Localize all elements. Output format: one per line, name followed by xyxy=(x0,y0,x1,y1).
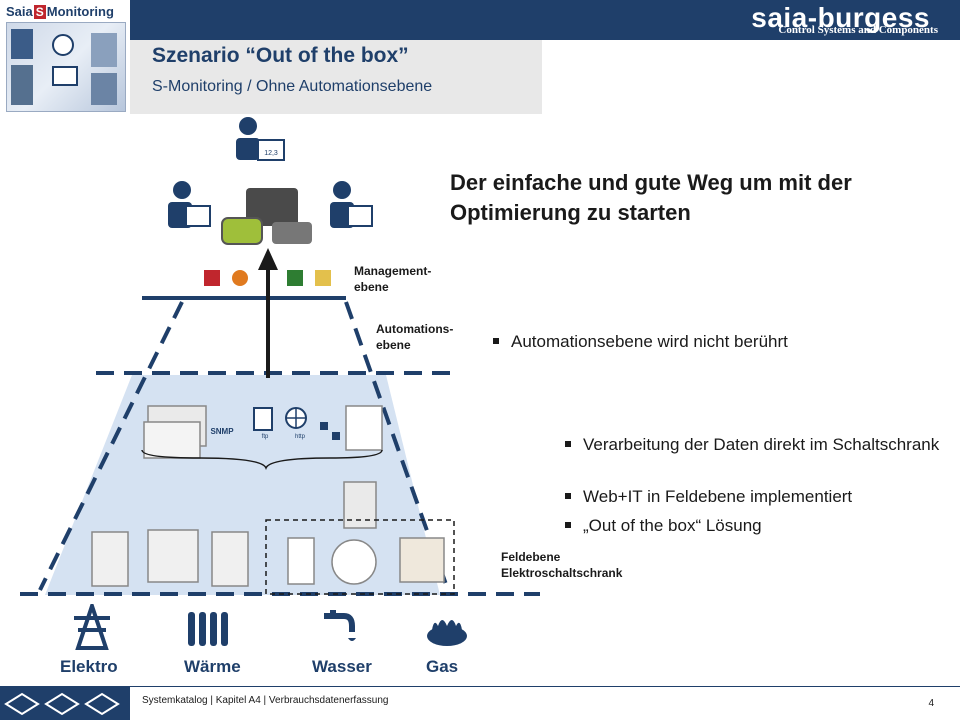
bullet-field-3: „Out of the box“ Lösung xyxy=(565,515,762,537)
slide-headline: Der einfache und gute Weg um mit der Opt… xyxy=(450,170,852,225)
utility-label-elektro: Elektro xyxy=(60,657,118,676)
bullet-text: Web+IT in Feldebene implementiert xyxy=(583,487,853,506)
logo-s-badge: S xyxy=(33,5,46,19)
firefox-icon xyxy=(232,270,248,286)
management-label-line2: ebene xyxy=(354,280,389,294)
title-band xyxy=(130,40,542,114)
bullet-field-2: Web+IT in Feldebene implementiert xyxy=(565,486,852,508)
data-flow-arrow-head xyxy=(258,248,278,270)
bullet-field-1: Verarbeitung der Daten direkt im Schalts… xyxy=(565,434,960,456)
bullet-text: Verarbeitung der Daten direkt im Schalts… xyxy=(583,435,940,454)
field-label-line1: Feldebene xyxy=(501,550,561,564)
collage-icons xyxy=(11,29,117,105)
http-label: http xyxy=(295,434,306,440)
utility-label-waerme: Wärme xyxy=(184,657,241,676)
ftp-icon xyxy=(253,407,273,431)
slide-subtitle: S-Monitoring / Ohne Automationsebene xyxy=(152,78,433,95)
energy-meter-2 xyxy=(147,529,199,583)
header-bar: saia-burgess Control Systems and Compone… xyxy=(130,0,960,40)
automation-label-line2: ebene xyxy=(376,338,411,352)
thermostat-device xyxy=(287,537,315,585)
slide-title: Szenario “Out of the box” xyxy=(152,44,409,67)
logo-suffix: Monitoring xyxy=(46,4,114,19)
bullet-marker xyxy=(565,440,571,447)
user-analyst-icon xyxy=(236,117,285,161)
footer-divider xyxy=(130,686,960,687)
page-number: 4 xyxy=(928,698,934,709)
web-globe-icon xyxy=(285,407,307,429)
gas-meter xyxy=(399,537,445,583)
footer-breadcrumb: Systemkatalog | Kapitel A4 | Verbrauchsd… xyxy=(142,695,389,706)
bullet-text: „Out of the box“ Lösung xyxy=(583,516,762,535)
footer-logo-box xyxy=(0,686,130,720)
bullet-marker xyxy=(565,521,571,528)
brand-logo: saia-burgess xyxy=(751,2,930,33)
grouping-brace xyxy=(141,449,383,471)
filezilla-icon xyxy=(204,270,220,286)
field-label-line2: Elektroschaltschrank xyxy=(501,566,623,580)
router-device xyxy=(345,405,383,451)
third-party-meter-group xyxy=(265,519,455,595)
bullet-marker xyxy=(565,492,571,499)
management-level-label: Management- ebene xyxy=(354,263,431,295)
snmp-label: SNMP xyxy=(210,427,234,436)
level-pyramid-diagram: 12,3 SNMP ftp http xyxy=(20,117,540,596)
web-io-module xyxy=(343,481,377,529)
automation-label-line1: Automations- xyxy=(376,322,454,336)
bullet-automation: Automationsebene wird nicht berührt xyxy=(493,331,788,353)
footer-device-icons xyxy=(4,692,120,716)
mobile-devices-icon xyxy=(221,188,312,245)
automation-level-label: Automations- ebene xyxy=(376,321,453,353)
brand-tagline: Control Systems and Components xyxy=(778,24,938,36)
network-icon xyxy=(320,422,340,440)
power-pylon-icon xyxy=(74,604,110,650)
controller-devices xyxy=(143,405,207,459)
image-viewer-icon xyxy=(315,270,331,286)
user-manager-icon xyxy=(168,181,211,228)
bullet-text: Automationsebene wird nicht berührt xyxy=(511,332,788,351)
display-value: 12,3 xyxy=(264,150,278,157)
logo-prefix: Saia xyxy=(6,4,33,19)
energy-meter-1 xyxy=(91,531,129,587)
water-tap-icon xyxy=(324,610,356,641)
gas-burner-icon xyxy=(427,620,467,646)
excel-icon xyxy=(287,270,303,286)
management-label-line1: Management- xyxy=(354,264,432,278)
radiator-icon xyxy=(188,612,228,646)
field-level-label: Feldebene Elektroschaltschrank xyxy=(501,549,622,581)
utility-label-gas: Gas xyxy=(426,657,459,676)
bullet-marker xyxy=(493,337,499,344)
water-meter xyxy=(331,539,377,585)
pyramid-left-edge xyxy=(38,301,184,591)
logo-collage-image xyxy=(6,22,126,112)
utility-label-wasser: Wasser xyxy=(312,657,372,676)
user-technician-icon xyxy=(330,181,373,228)
ftp-label: ftp xyxy=(262,434,269,440)
energy-meter-3 xyxy=(211,531,249,587)
